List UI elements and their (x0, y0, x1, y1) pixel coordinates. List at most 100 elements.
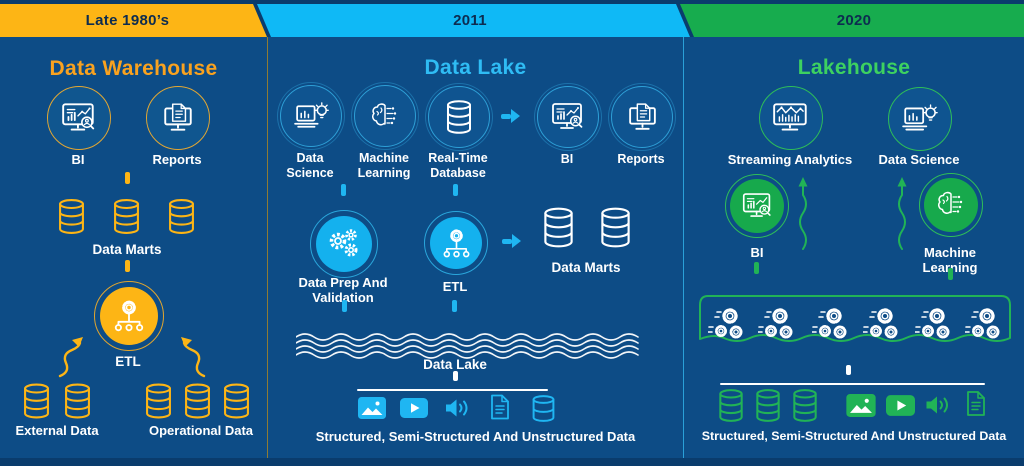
lakehouse-source-label: Structured, Semi-Structured And Unstruct… (701, 429, 1007, 443)
gear-cluster-icon (965, 305, 1005, 341)
lakehouse-data-science-node (888, 87, 952, 151)
arrow-up-icon (120, 260, 134, 272)
divider-warehouse-lake (267, 37, 268, 458)
database-cylinder-icon (792, 389, 818, 422)
era-label-2011: 2011 (453, 12, 487, 29)
lake-data-prep-label: Data Prep And Validation (298, 275, 388, 306)
era-label-late-1980s: Late 1980’s (85, 12, 170, 29)
lake-realtime-database-node (428, 86, 490, 148)
bi-circle (730, 179, 784, 233)
arrow-right-icon (501, 109, 520, 123)
data-prep-circle (316, 216, 372, 272)
database-cylinder-icon (145, 383, 172, 419)
database-cylinder-icon (223, 383, 250, 419)
lakehouse-title: Lakehouse (797, 56, 911, 79)
squiggle-arrow-up-icon (895, 177, 909, 251)
database-cylinder-icon (64, 383, 91, 419)
lake-bi-label: BI (560, 152, 574, 166)
database-cylinder-icon (718, 389, 744, 422)
arrow-up-icon (448, 184, 462, 196)
lakehouse-data-science-label: Data Science (878, 152, 960, 167)
warehouse-data-marts-label: Data Marts (92, 242, 162, 257)
lake-data-prep-node (310, 210, 378, 278)
video-play-icon (886, 395, 915, 416)
ingest-line (357, 389, 548, 391)
lakehouse-machine-learning-label: Machine Learning (923, 245, 978, 275)
warehouse-etl-node (94, 281, 164, 351)
gear-cluster-icon (758, 305, 798, 341)
arrow-up-icon (336, 184, 350, 196)
lake-bi-node (537, 86, 599, 148)
panel-data-warehouse (0, 37, 267, 458)
era-label-2020: 2020 (836, 12, 872, 29)
lake-reports-label: Reports (617, 152, 665, 166)
warehouse-bi-node (47, 86, 111, 150)
monitor-wave-icon (771, 101, 811, 135)
ingest-line (720, 383, 985, 385)
speaker-icon (924, 394, 951, 416)
database-cylinder-icon (58, 198, 85, 235)
panel-lakehouse (684, 37, 1024, 458)
gear-cluster-icon (915, 305, 955, 341)
arrow-up-icon (448, 371, 462, 381)
squiggle-arrow-up-left-icon (172, 336, 212, 378)
lakehouse-streaming-label: Streaming Analytics (727, 152, 853, 167)
warehouse-external-data-label: External Data (15, 423, 99, 438)
lake-etl-node (424, 211, 488, 275)
divider-lake-lakehouse (683, 37, 684, 458)
ml-circle (924, 178, 978, 232)
arrow-up-icon (943, 268, 957, 280)
database-cylinder-icon (543, 206, 574, 249)
monitor-chart-magnifier-icon (550, 101, 586, 133)
era-band-lake (257, 4, 690, 37)
lake-realtime-database-label: Real-Time Database (428, 151, 488, 180)
database-cylinder-icon (184, 383, 211, 419)
lakehouse-streaming-node (759, 86, 823, 150)
lake-data-marts-label: Data Marts (551, 260, 621, 275)
arrow-up-icon (447, 300, 461, 312)
squiggle-arrow-up-icon (796, 177, 810, 251)
database-cylinder-icon (113, 198, 140, 235)
arrow-right-icon (502, 234, 521, 248)
lake-reports-node (611, 86, 673, 148)
lakehouse-bi-label: BI (750, 245, 764, 260)
lake-data-science-label: Data Science (286, 151, 334, 180)
monitor-document-icon (161, 101, 195, 135)
monitor-chart-magnifier-icon (60, 101, 98, 135)
database-cylinder-icon (531, 395, 556, 422)
gear-cluster-icon (863, 305, 903, 341)
image-icon (846, 394, 876, 417)
gears-icon (326, 226, 362, 262)
lake-waves-icon (296, 333, 642, 360)
warehouse-bi-label: BI (71, 152, 85, 167)
warehouse-operational-data-label: Operational Data (148, 423, 254, 438)
arrow-up-icon (841, 365, 855, 375)
speaker-icon (444, 397, 470, 419)
era-band-warehouse (0, 4, 267, 37)
squiggle-arrow-up-right-icon (52, 336, 92, 378)
laptop-bulb-icon (293, 101, 330, 132)
monitor-document-icon (626, 101, 659, 134)
lakehouse-bi-node (725, 174, 789, 238)
lake-label: Data Lake (423, 357, 487, 372)
gear-network-icon (440, 227, 473, 260)
document-icon (489, 394, 511, 420)
lake-source-label: Structured, Semi-Structured And Unstruct… (315, 429, 636, 444)
etl-circle (100, 287, 158, 345)
warehouse-etl-label: ETL (115, 354, 141, 369)
database-cylinder-icon (755, 389, 781, 422)
brain-circuit-icon (368, 101, 402, 132)
document-icon (965, 390, 987, 417)
database-cylinder-icon (600, 206, 631, 249)
warehouse-reports-node (146, 86, 210, 150)
arrow-up-icon (120, 172, 134, 184)
warehouse-reports-label: Reports (152, 152, 202, 167)
lake-machine-learning-node (354, 85, 416, 147)
laptop-bulb-icon (901, 103, 939, 135)
database-cylinder-icon (23, 383, 50, 419)
video-play-icon (400, 398, 428, 418)
brain-circuit-icon (934, 190, 968, 220)
warehouse-title: Data Warehouse (49, 57, 218, 80)
era-band-row: Late 1980’s 2011 2020 (0, 4, 1024, 37)
